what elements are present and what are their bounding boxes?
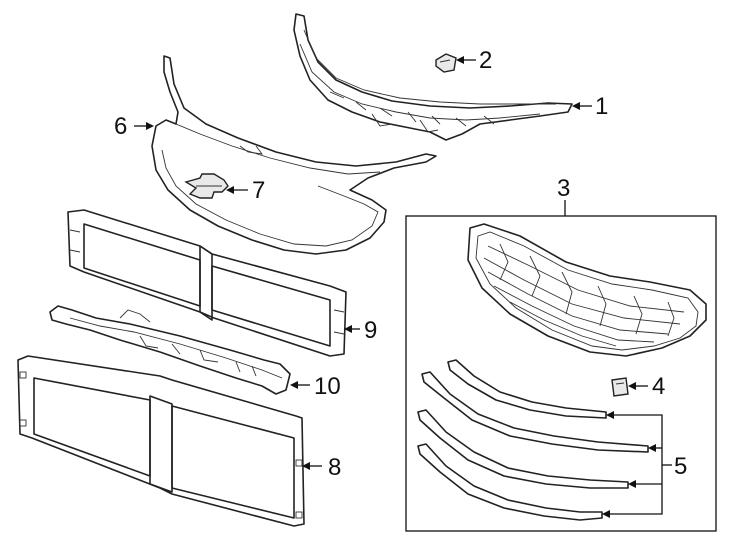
callout-5: 5 — [602, 411, 687, 518]
callout-label-7: 7 — [252, 177, 265, 204]
callout-2: 2 — [456, 47, 492, 74]
callout-10: 10 — [290, 373, 341, 400]
callout-8: 8 — [302, 454, 341, 481]
callout-4: 4 — [628, 373, 665, 400]
callout-label-10: 10 — [314, 373, 341, 400]
part-clip-4 — [611, 377, 629, 397]
callout-label-2: 2 — [479, 47, 492, 74]
part-grille-upper-support — [293, 13, 573, 141]
callout-7: 7 — [226, 177, 265, 204]
callout-label-3: 3 — [557, 175, 570, 202]
part-upper-shutter — [67, 209, 347, 357]
callout-label-9: 9 — [364, 317, 377, 344]
callout-label-4: 4 — [652, 373, 665, 400]
callout-1: 1 — [572, 93, 608, 120]
callout-6: 6 — [114, 113, 154, 140]
part-grille-assembly — [467, 223, 707, 357]
part-lower-shutter — [17, 355, 305, 527]
callout-3: 3 — [557, 175, 570, 216]
callout-label-8: 8 — [328, 454, 341, 481]
callout-label-6: 6 — [114, 113, 127, 140]
kit-box — [405, 215, 717, 532]
callout-label-5: 5 — [674, 453, 687, 480]
part-grille-frame — [151, 55, 437, 255]
callout-9: 9 — [344, 317, 377, 344]
part-emblem — [184, 173, 229, 199]
part-clip-2 — [435, 53, 457, 73]
callout-label-1: 1 — [595, 93, 608, 120]
part-shutter-bracket — [49, 305, 291, 395]
